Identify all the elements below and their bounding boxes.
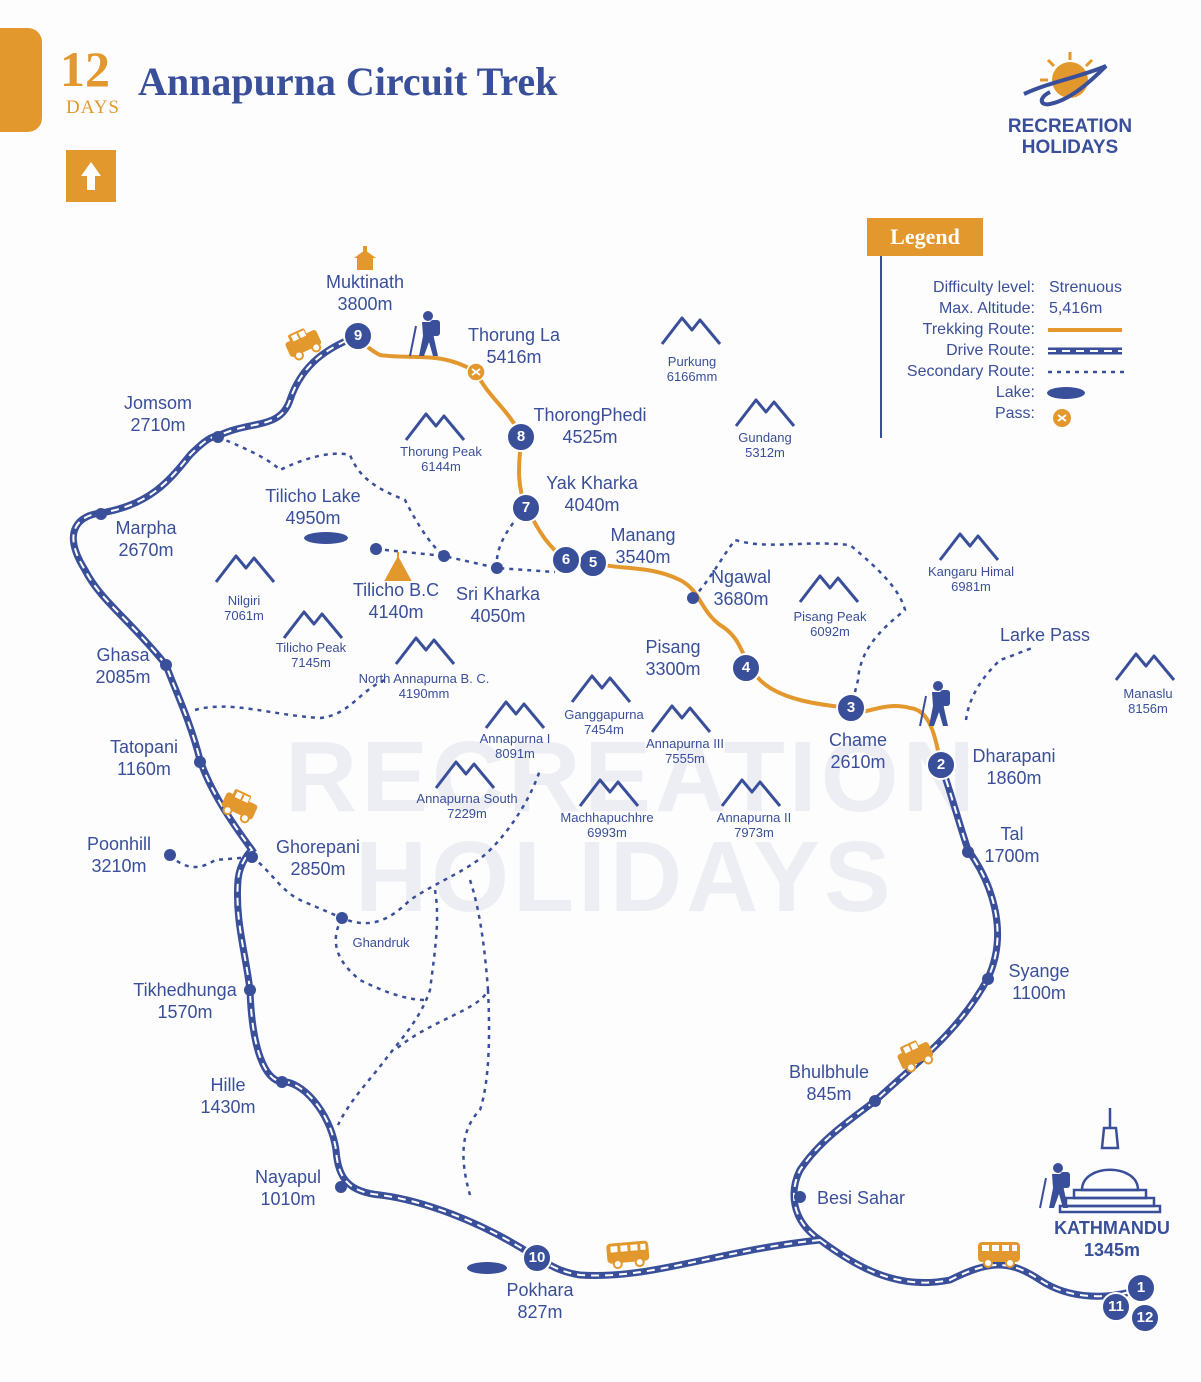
- pass-icon: [466, 362, 486, 382]
- day-marker-1[interactable]: 1: [1126, 1273, 1156, 1303]
- place-besi-sahar: Besi Sahar: [816, 1188, 906, 1208]
- day-marker-2[interactable]: 2: [926, 750, 956, 780]
- day-marker-6[interactable]: 6: [551, 545, 581, 575]
- bus-icon: [606, 1240, 650, 1270]
- day-marker-9[interactable]: 9: [343, 321, 373, 351]
- temple-icon: [354, 246, 376, 270]
- hiker-icon: [919, 681, 950, 727]
- day-marker-4[interactable]: 4: [731, 653, 761, 683]
- page-title: Annapurna Circuit Trek: [138, 59, 558, 104]
- days-number: 12: [60, 41, 110, 97]
- peak-north-annapurna-bc: North Annapurna B. C.4190mm: [358, 671, 490, 701]
- stupa-icon: [1058, 1108, 1162, 1214]
- day-marker-7[interactable]: 7: [511, 493, 541, 523]
- brand-line2: HOLIDAYS: [1021, 137, 1119, 158]
- mountain-icons: [214, 316, 1176, 807]
- hiker-icon: [409, 311, 440, 357]
- day-marker-8[interactable]: 8: [506, 422, 536, 452]
- day-marker-12[interactable]: 12: [1130, 1303, 1160, 1333]
- brand-line1: RECREATION: [1007, 116, 1133, 137]
- secondary-routes: [169, 435, 1034, 1196]
- legend-symbols: [1047, 328, 1124, 427]
- day-marker-5[interactable]: 5: [578, 548, 608, 578]
- legend-divider: [880, 256, 882, 438]
- day-marker-10[interactable]: 10: [522, 1243, 552, 1273]
- place-larke-pass: Larke Pass: [999, 625, 1091, 645]
- header-tab: [0, 28, 42, 132]
- bus-icon: [978, 1242, 1020, 1268]
- day-marker-3[interactable]: 3: [836, 693, 866, 723]
- jeep-icon: [221, 789, 258, 824]
- legend-pass-label: Pass:: [994, 405, 1035, 422]
- lake-icon: [304, 532, 348, 544]
- jeep-icon: [285, 328, 322, 361]
- legend-lake-label: Lake:: [995, 384, 1035, 401]
- watermark-line2: HOLIDAYS: [355, 821, 895, 933]
- watermark-line1: RECREATION: [285, 721, 979, 833]
- brand-logo-icon: [1023, 52, 1108, 107]
- jeep-icon: [897, 1040, 934, 1073]
- lake-icon: [467, 1262, 507, 1274]
- legend-drive-label: Drive Route:: [946, 342, 1035, 359]
- town-dots: [95, 431, 994, 1203]
- legend-difficulty-value: Strenuous: [1049, 279, 1122, 296]
- camp-icon: [384, 552, 412, 581]
- place-ghandruk: Ghandruk: [352, 935, 410, 950]
- legend-trekking-label: Trekking Route:: [922, 321, 1035, 338]
- legend-altitude-value: 5,416m: [1049, 300, 1103, 317]
- legend-title: Legend: [867, 218, 983, 256]
- brand-name: RECREATION HOLIDAYS: [990, 116, 1150, 158]
- legend-difficulty-label: Difficulty level:: [933, 279, 1035, 296]
- north-arrow-icon[interactable]: [66, 150, 116, 202]
- legend-altitude-label: Max. Altitude:: [938, 300, 1035, 317]
- hiker-icon: [1039, 1163, 1070, 1209]
- legend-secondary-label: Secondary Route:: [906, 363, 1035, 380]
- days-label: DAYS: [66, 97, 120, 118]
- day-marker-11[interactable]: 11: [1101, 1292, 1131, 1322]
